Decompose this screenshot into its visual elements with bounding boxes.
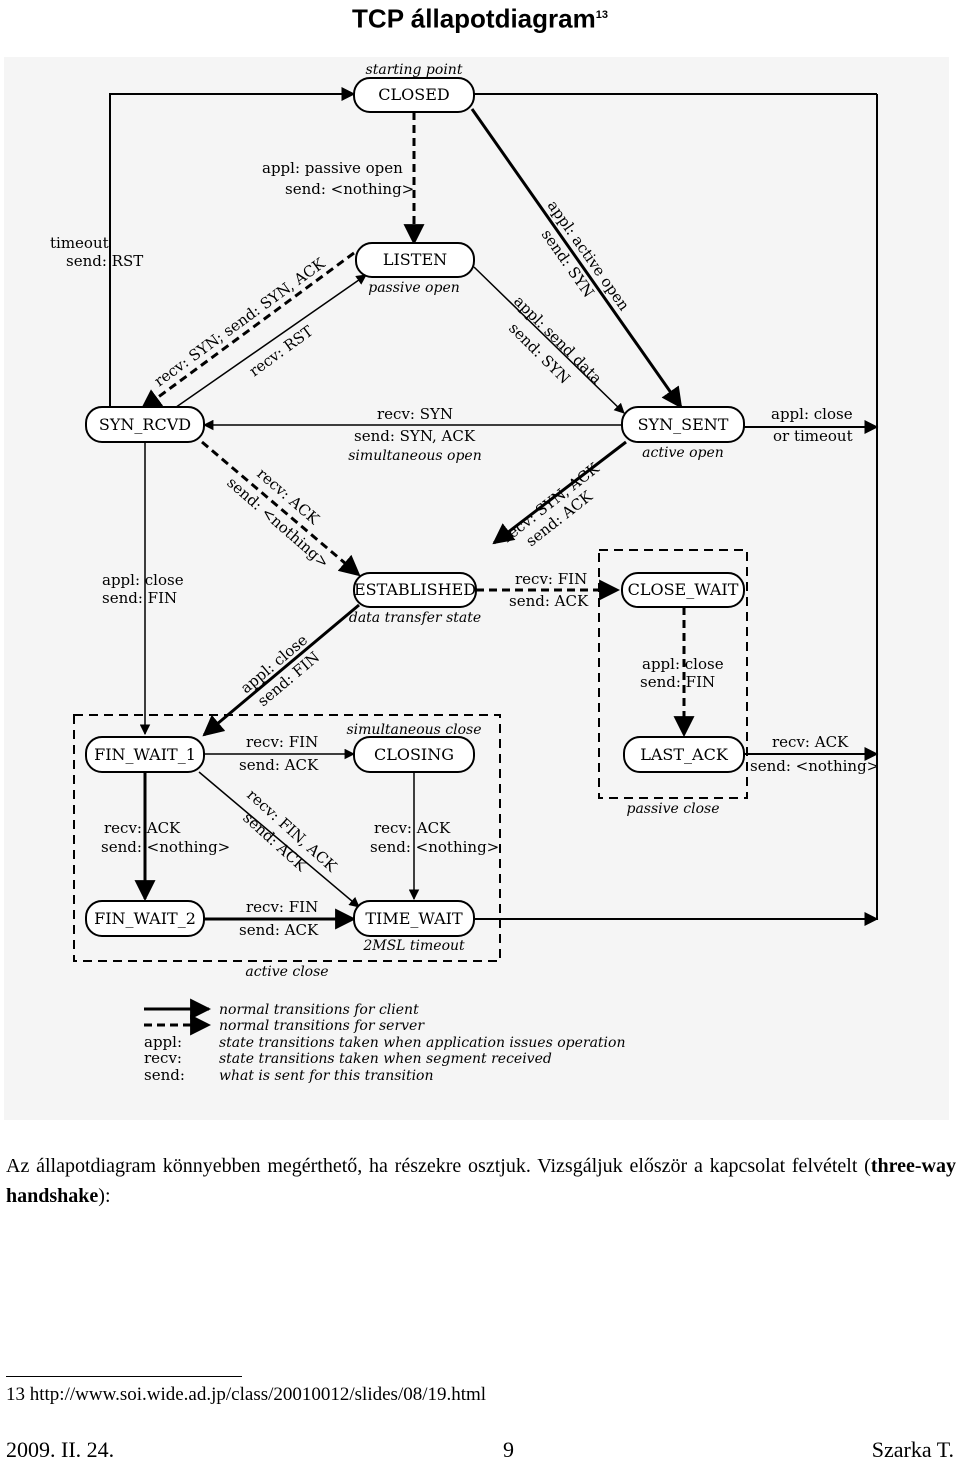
legend-server: normal transitions for server [219, 1018, 425, 1034]
footnote-ref: 13 [595, 9, 608, 21]
label-timeout-1: timeout [50, 234, 109, 252]
caption-simultaneous-close: simultaneous close [346, 722, 481, 738]
state-fin-wait-1: FIN_WAIT_1 [94, 745, 196, 764]
label-fw1-fw2-1: recv: ACK [104, 819, 181, 837]
legend-recv-desc: state transitions taken when segment rec… [219, 1051, 552, 1067]
label-fw1-closing-2: send: ACK [239, 756, 319, 774]
edge-finwait1-timewait [198, 771, 360, 908]
state-listen: LISTEN [383, 250, 447, 269]
state-close-wait: CLOSE_WAIT [628, 580, 739, 599]
label-lastack-closed-1: recv: ACK [772, 733, 849, 751]
label-est-closewait-2: send: ACK [509, 592, 589, 610]
edge-synrcvd-listen [158, 274, 367, 420]
label-closewait-lastack-2: send: FIN [640, 673, 715, 691]
label-passive-open-2: send: <nothing> [285, 180, 414, 198]
state-time-wait: TIME_WAIT [365, 909, 463, 928]
state-established-box [353, 572, 477, 608]
caption-simultaneous-open: simultaneous open [348, 448, 481, 464]
label-appl-close-2: or timeout [773, 427, 853, 445]
tcp-state-diagram: CLOSED LISTEN SYN_RCVD SYN_SENT ESTABLIS… [4, 57, 949, 1120]
state-synrcvd-box [85, 406, 205, 443]
legend-client: normal transitions for client [219, 1002, 419, 1018]
state-timewait-box [353, 900, 475, 937]
caption-data-transfer: data transfer state [349, 610, 481, 626]
label-lastack-closed-2: send: <nothing> [750, 757, 879, 775]
state-closing: CLOSING [374, 745, 454, 764]
state-listen-box [355, 242, 475, 278]
label-est-closewait-1: recv: FIN [515, 570, 587, 588]
passive-close-box [598, 549, 748, 799]
state-syn-rcvd: SYN_RCVD [99, 415, 191, 434]
state-synsent-box [621, 406, 745, 443]
state-lastack-box [623, 736, 745, 773]
legend-send-key: send: [144, 1066, 185, 1084]
label-simopen-1: recv: SYN [377, 405, 453, 423]
edge-timeout-closed [109, 87, 356, 417]
edge-synsent-established [492, 440, 627, 545]
edge-closed-synsent [470, 108, 683, 409]
legend-recv-key: recv: [144, 1049, 182, 1067]
label-closewait-lastack-1: appl: close [642, 655, 724, 673]
label-closing-tw-2: send: <nothing> [370, 838, 499, 856]
legend-send-desc: what is sent for this transition [219, 1068, 434, 1084]
footer-author: Szarka T. [871, 1437, 954, 1462]
legend-appl-desc: state transitions taken when application… [219, 1035, 625, 1051]
state-finwait2-box [85, 900, 205, 937]
edge-established-finwait1 [202, 603, 360, 737]
state-established: ESTABLISHED [354, 580, 476, 599]
label-fw2-tw-1: recv: FIN [246, 898, 318, 916]
state-finwait1-box [85, 736, 205, 773]
caption-passive-close: passive close [626, 801, 719, 817]
paragraph-bold: three-way handshake [6, 1155, 956, 1207]
caption-2msl-timeout: 2MSL timeout [362, 938, 465, 954]
label-appl-close-1: appl: close [771, 405, 853, 423]
state-last-ack: LAST_ACK [640, 745, 729, 764]
paragraph-text: Az állapotdiagram könnyebben megérthető,… [6, 1155, 871, 1177]
state-closed: CLOSED [378, 85, 449, 104]
state-fin-wait-2: FIN_WAIT_2 [94, 909, 196, 928]
label-fw1-closing-1: recv: FIN [246, 733, 318, 751]
footer-page-number: 9 [503, 1437, 514, 1462]
label-timeout-2: send: RST [66, 252, 143, 270]
label-listen-synrcvd-1: recv: SYN; send: SYN, ACK [151, 254, 329, 390]
caption-active-close: active close [245, 964, 328, 980]
label-simopen-2: send: SYN, ACK [354, 427, 476, 445]
page-title-text: TCP állapotdiagram [352, 3, 596, 34]
body-paragraph: Az állapotdiagram könnyebben megérthető,… [6, 1151, 956, 1211]
footnote: 13 http://www.soi.wide.ad.jp/class/20010… [6, 1384, 487, 1405]
active-close-box [73, 714, 501, 962]
caption-passive-open: passive open [368, 280, 460, 296]
label-synrcvd-fin-2: send: FIN [102, 589, 177, 607]
state-closewait-box [621, 572, 745, 608]
page-title: TCP állapotdiagram13 [0, 0, 960, 34]
label-passive-open-1: appl: passive open [262, 159, 403, 177]
caption-starting-point: starting point [366, 62, 463, 78]
state-syn-sent: SYN_SENT [638, 415, 729, 434]
legend: normal transitions for client normal tra… [144, 998, 625, 1084]
state-closing-box [353, 736, 475, 773]
paragraph-after: ): [98, 1185, 111, 1207]
label-fw1-fw2-2: send: <nothing> [101, 838, 230, 856]
legend-appl-key: appl: [144, 1033, 182, 1051]
state-closed-box [353, 77, 475, 113]
edge-synrcvd-established [201, 440, 361, 577]
footer-date: 2009. II. 24. [6, 1437, 115, 1462]
diagram-svg: CLOSED LISTEN SYN_RCVD SYN_SENT ESTABLIS… [50, 62, 879, 1084]
footnote-rule [6, 1376, 242, 1377]
label-closing-tw-1: recv: ACK [374, 819, 451, 837]
caption-active-open: active open [642, 445, 724, 461]
label-synrcvd-fin-1: appl: close [102, 571, 184, 589]
label-fw2-tw-2: send: ACK [239, 921, 319, 939]
edge-listen-synrcvd [140, 251, 355, 411]
edge-listen-synsent [473, 266, 625, 414]
